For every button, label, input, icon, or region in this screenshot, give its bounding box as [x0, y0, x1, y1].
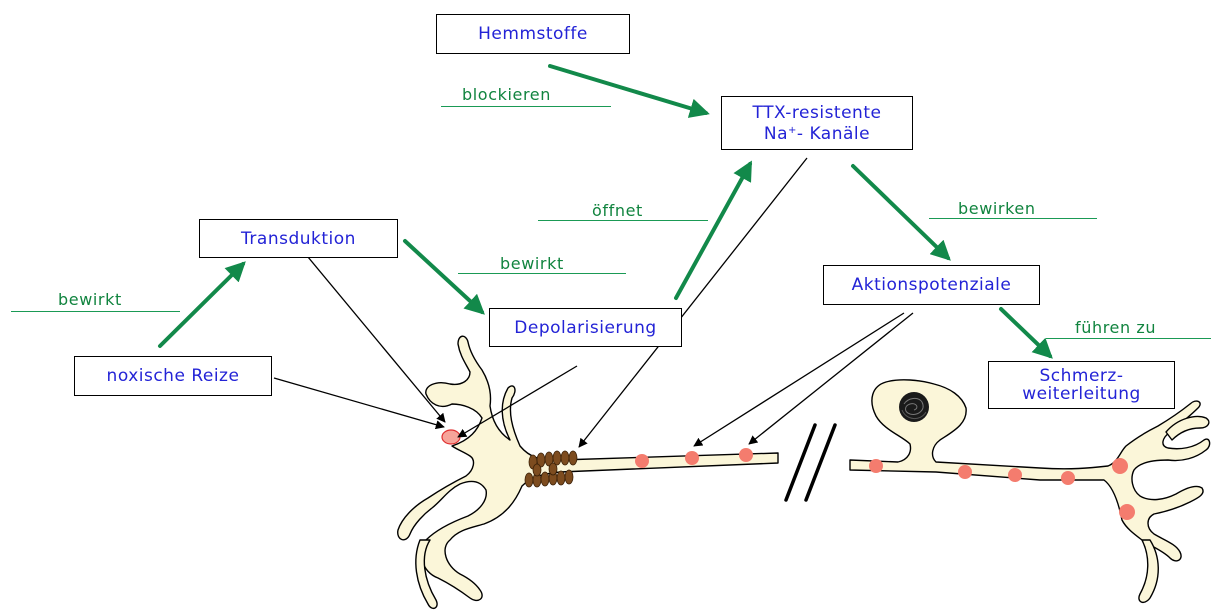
node-hemmstoffe: Hemmstoffe — [436, 14, 630, 54]
arrow-aktionspotenziale-to-schmerz — [1001, 309, 1050, 356]
arrow-ttx-to-aktionspotenziale — [853, 166, 948, 258]
arrow-transduktion-to-depolarisierung — [405, 241, 482, 312]
node-transduktion-label: Transduktion — [241, 230, 356, 248]
edge-label-bewirken: bewirken — [958, 199, 1036, 218]
node-ttx-line1: TTX-resistente — [753, 104, 882, 122]
cell-nucleus — [899, 392, 929, 422]
node-ttx-line2: Na+- Kanäle — [764, 122, 870, 143]
underline-bewirkt-reize — [11, 311, 180, 312]
underline-blockieren — [441, 106, 611, 107]
node-schmerz-line1: Schmerz- — [1040, 367, 1124, 385]
arrow-noxische-reize-to-transduktion — [160, 264, 243, 346]
node-ttx-resistente-na-kanaele: TTX-resistente Na+- Kanäle — [721, 96, 913, 150]
node-schmerz-line2: weiterleitung — [1022, 385, 1141, 403]
node-ttx-rest: - Kanäle — [797, 124, 870, 144]
underline-bewirken — [929, 218, 1097, 219]
edge-label-bewirkt-transduktion: bewirkt — [500, 254, 564, 273]
node-ttx-na: Na — [764, 124, 788, 144]
pointer-ap-to-axon-1 — [694, 313, 904, 446]
node-schmerzweiterleitung: Schmerz- weiterleitung — [988, 361, 1175, 409]
node-aktionspotenziale-label: Aktionspotenziale — [852, 276, 1012, 294]
edge-label-fuehren-zu: führen zu — [1075, 318, 1156, 337]
underline-fuehren-zu — [1046, 338, 1211, 339]
node-noxische-reize-label: noxische Reize — [107, 367, 240, 385]
underline-oeffnet — [538, 220, 708, 221]
edge-label-bewirkt-reize: bewirkt — [58, 290, 122, 309]
pointer-reize-to-receptor — [274, 378, 444, 427]
sensory-neuron-left — [398, 336, 778, 608]
node-depolarisierung: Depolarisierung — [489, 308, 682, 347]
node-depolarisierung-label: Depolarisierung — [514, 319, 656, 337]
edge-label-blockieren: blockieren — [462, 85, 551, 104]
node-ttx-sup: + — [788, 125, 797, 136]
axon-break-mark — [786, 425, 835, 500]
node-aktionspotenziale: Aktionspotenziale — [823, 265, 1040, 305]
pointer-transduktion-to-receptor — [303, 251, 445, 422]
edge-label-oeffnet: öffnet — [592, 201, 643, 220]
node-transduktion: Transduktion — [199, 219, 398, 258]
node-hemmstoffe-label: Hemmstoffe — [478, 25, 588, 43]
node-noxische-reize: noxische Reize — [74, 356, 272, 396]
receptor-ending — [442, 430, 460, 444]
underline-bewirkt-transduktion — [458, 273, 626, 274]
